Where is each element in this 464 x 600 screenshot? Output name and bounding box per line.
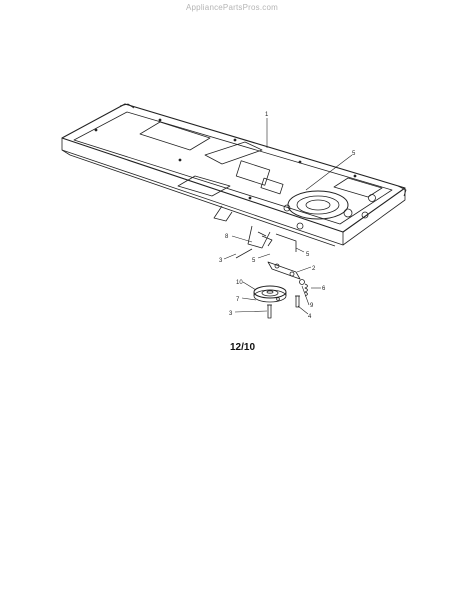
leader-lines: [223, 118, 353, 315]
pin: [267, 304, 272, 319]
callout-5-top: 5: [352, 151, 356, 157]
callout-6: 6: [322, 286, 326, 292]
callout-5-middle: 5: [252, 258, 256, 264]
bolt: [295, 295, 300, 308]
idler-arm-assembly: [235, 233, 305, 285]
watermark-text: AppliancePartsPros.com: [186, 3, 278, 12]
callout-1: 1: [265, 112, 269, 118]
revision-label: 12/10: [230, 342, 256, 353]
callout-5-right: 5: [306, 252, 310, 258]
callout-10: 10: [236, 280, 243, 286]
callout-3-lower: 3: [229, 311, 233, 317]
callout-2: 2: [312, 266, 316, 272]
callout-7: 7: [236, 297, 240, 303]
callout-3-upper: 3: [219, 258, 223, 264]
callout-9: 9: [310, 303, 314, 309]
callout-4: 4: [308, 314, 312, 320]
deck-frame: [61, 103, 407, 247]
idler-pulley: [253, 285, 287, 303]
hitch-bracket: [213, 205, 271, 249]
bushing: [276, 297, 280, 301]
spring: [304, 283, 308, 297]
callout-8: 8: [225, 234, 229, 240]
